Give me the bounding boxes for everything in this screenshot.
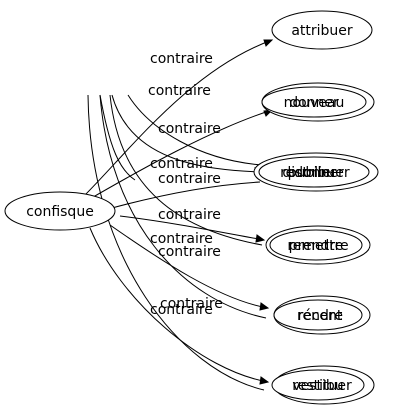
edge-label: contraire: [150, 156, 213, 172]
edge-label: contraire: [150, 302, 213, 318]
edge-label: contraire: [158, 171, 221, 187]
edge-rendre-1: [109, 224, 269, 309]
node-label: récent: [298, 308, 343, 324]
edge-label: contraire: [158, 244, 221, 260]
edge-label: contraire: [158, 121, 221, 137]
arrowhead-restituer: [259, 376, 270, 385]
edge-label: contraire: [148, 83, 211, 99]
arrowhead-rendre: [259, 302, 270, 311]
node-label: remettre: [287, 238, 348, 254]
node-label: nouveau: [284, 95, 345, 111]
edge-donner-2: [99, 94, 136, 181]
edge-distribuer-3: [127, 94, 263, 166]
node-label: redonner: [280, 165, 344, 181]
node-ellipse-inner: [273, 299, 363, 331]
source-node: confisque: [4, 191, 116, 231]
source-node-ellipse: [4, 191, 116, 231]
node-label: rendre: [297, 308, 343, 324]
target-node-prendre: remettre prendre: [265, 225, 371, 265]
node-ellipse: [271, 10, 373, 50]
target-node-restituer: restituer vestibu: [271, 365, 375, 405]
edge-label: contraire: [150, 51, 213, 67]
edge-prendre-1: [119, 215, 265, 241]
edge-distribuer-2: [111, 181, 261, 209]
edge-label: contraire: [150, 231, 213, 247]
edge-label: contraire: [160, 296, 223, 312]
source-node-label: confisque: [26, 204, 94, 220]
edge-attribuer: [83, 39, 273, 197]
target-node-distribuer: distribuer redonner publier: [253, 152, 379, 192]
node-ellipse-inner: [269, 229, 363, 261]
node-label: prendre: [289, 238, 344, 254]
edge-rendre-2: [99, 94, 267, 319]
edge-label: contraire: [158, 207, 221, 223]
edge-restituer-1: [89, 227, 269, 383]
edge-distribuer-1: [111, 94, 264, 173]
node-ellipse-inner: [271, 369, 365, 401]
edge-donner-1: [87, 109, 273, 201]
node-ellipse-inner: [261, 86, 367, 118]
node-label: publier: [288, 165, 337, 181]
target-node-donner: nouveau donner: [261, 82, 375, 122]
arrowhead-prendre: [255, 234, 266, 243]
edge-labels: contraire contraire contraire contraire …: [148, 51, 223, 318]
node-label: restituer: [292, 378, 352, 394]
target-node-rendre: récent rendre: [273, 295, 371, 335]
node-label: distribuer: [282, 165, 350, 181]
target-node-attribuer: attribuer: [271, 10, 373, 50]
node-label: vestibu: [292, 378, 343, 394]
edge-prendre-2: [109, 94, 263, 246]
node-ellipse-inner: [258, 156, 370, 188]
node-label: donner: [289, 95, 339, 111]
node-label: attribuer: [291, 23, 353, 39]
edge-restituer-2: [87, 94, 265, 391]
arrowhead-attribuer: [263, 39, 274, 47]
